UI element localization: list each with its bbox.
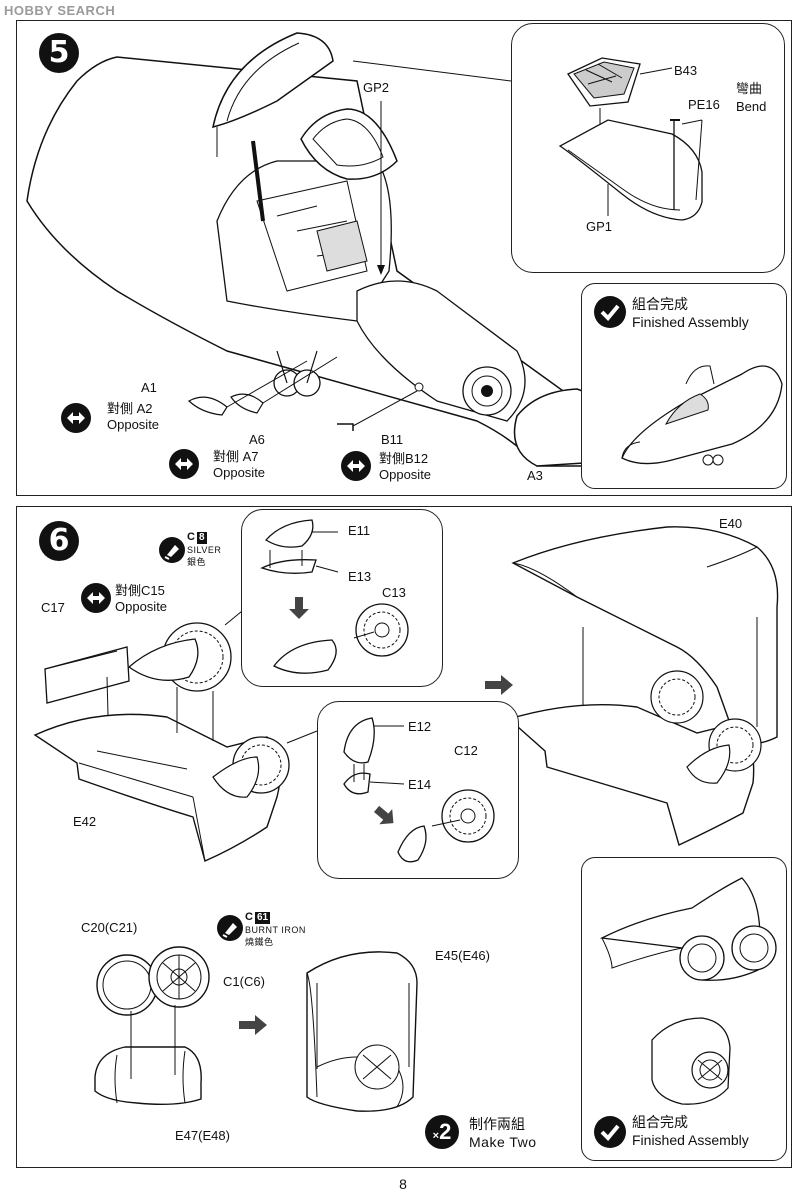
finished-label-zh: 組合完成 [632, 296, 688, 312]
bend-label-en: Bend [736, 99, 767, 114]
part-label-b43: B43 [674, 63, 698, 78]
paint-name-silver-en: SILVER [187, 545, 222, 555]
paint-brush-icon [159, 537, 185, 563]
step5-panel: 5 [16, 20, 792, 496]
step5-number: 5 [39, 33, 79, 73]
part-label-e42: E42 [73, 814, 97, 829]
step6-number: 6 [39, 521, 79, 561]
finished-label-en: Finished Assembly [632, 1132, 749, 1148]
make-two-count: 2 [439, 1119, 452, 1144]
finished-aircraft-drawing [621, 365, 783, 466]
make-two-badge: ×2 [425, 1115, 459, 1149]
part-label-e12: E12 [408, 719, 432, 734]
step5-fuselage-drawing [26, 32, 619, 467]
opposite-arrow-icon [341, 451, 371, 481]
step6-finished-box: 組合完成 Finished Assembly [581, 857, 787, 1161]
part-label-c20: C20(C21) [81, 920, 138, 935]
part-label-c13: C13 [382, 585, 406, 600]
part-label-a3: A3 [527, 468, 543, 483]
part-label-pe16: PE16 [688, 97, 720, 112]
opposite-a2-en: Opposite [107, 417, 160, 432]
make-two-zh: 制作兩組 [469, 1116, 525, 1132]
part-label-a6: A6 [249, 432, 265, 447]
opposite-arrow-icon [81, 583, 111, 613]
step6-detail-bubble-1: E11 E13 C13 [241, 509, 443, 687]
part-label-c12: C12 [454, 743, 478, 758]
finished-label-en: Finished Assembly [632, 314, 749, 330]
paint-code-number: 61 [254, 912, 271, 924]
step6-detail-bubble-2: E12 E14 C12 [317, 701, 519, 879]
watermark: HOBBY SEARCH [4, 3, 116, 18]
step5-detail-bubble: B43 彎曲 PE16 Bend GP1 [511, 23, 785, 273]
make-two-en: Make Two [469, 1134, 537, 1150]
part-label-e45: E45(E46) [435, 948, 490, 963]
opposite-arrow-icon [169, 449, 199, 479]
intake-cone-drawing-2 [343, 717, 495, 863]
part-label-gp1: GP1 [586, 219, 613, 234]
opposite-a2-zh: 對側 A2 [107, 401, 153, 416]
opposite-arrow-icon [61, 403, 91, 433]
paint-brush-icon [217, 915, 243, 941]
paint-code-letter: C [245, 911, 253, 923]
times-sign: × [432, 1130, 440, 1142]
paint-name-burnt-iron-en: BURNT IRON [245, 925, 306, 935]
part-label-a1: A1 [141, 380, 157, 395]
intake-cone-drawing-1 [260, 519, 409, 674]
opposite-a7-zh: 對側 A7 [213, 449, 259, 464]
paint-code-number: 8 [196, 532, 207, 544]
part-label-e47: E47(E48) [175, 1128, 230, 1143]
part-label-e14: E14 [408, 777, 432, 792]
instrument-panel-drawing [558, 57, 703, 221]
part-label-e11: E11 [348, 523, 371, 538]
finished-intake-drawing [599, 877, 777, 1105]
opposite-c15-zh: 對側C15 [115, 583, 165, 598]
check-icon [594, 1116, 626, 1148]
part-label-gp2: GP2 [363, 80, 390, 95]
paint-code-letter: C [187, 531, 195, 543]
check-icon [594, 296, 626, 328]
opposite-b12-en: Opposite [379, 467, 432, 482]
bend-label-zh: 彎曲 [736, 81, 763, 96]
opposite-b12-zh: 對側B12 [379, 451, 429, 466]
part-label-c1: C1(C6) [223, 974, 265, 989]
part-label-c17: C17 [41, 600, 65, 615]
opposite-c15-en: Opposite [115, 599, 168, 614]
page-number: 8 [399, 1176, 407, 1192]
part-label-b11: B11 [381, 432, 404, 447]
paint-name-burnt-iron-zh: 燒鐵色 [245, 937, 274, 947]
paint-name-silver-zh: 銀色 [187, 557, 207, 567]
part-label-e40: E40 [719, 516, 743, 531]
intake-assembly-drawing [33, 526, 779, 1112]
finished-label-zh: 組合完成 [632, 1114, 688, 1130]
opposite-a7-en: Opposite [213, 465, 266, 480]
part-label-e13: E13 [348, 569, 372, 584]
step5-finished-box: 組合完成 Finished Assembly [581, 283, 787, 489]
